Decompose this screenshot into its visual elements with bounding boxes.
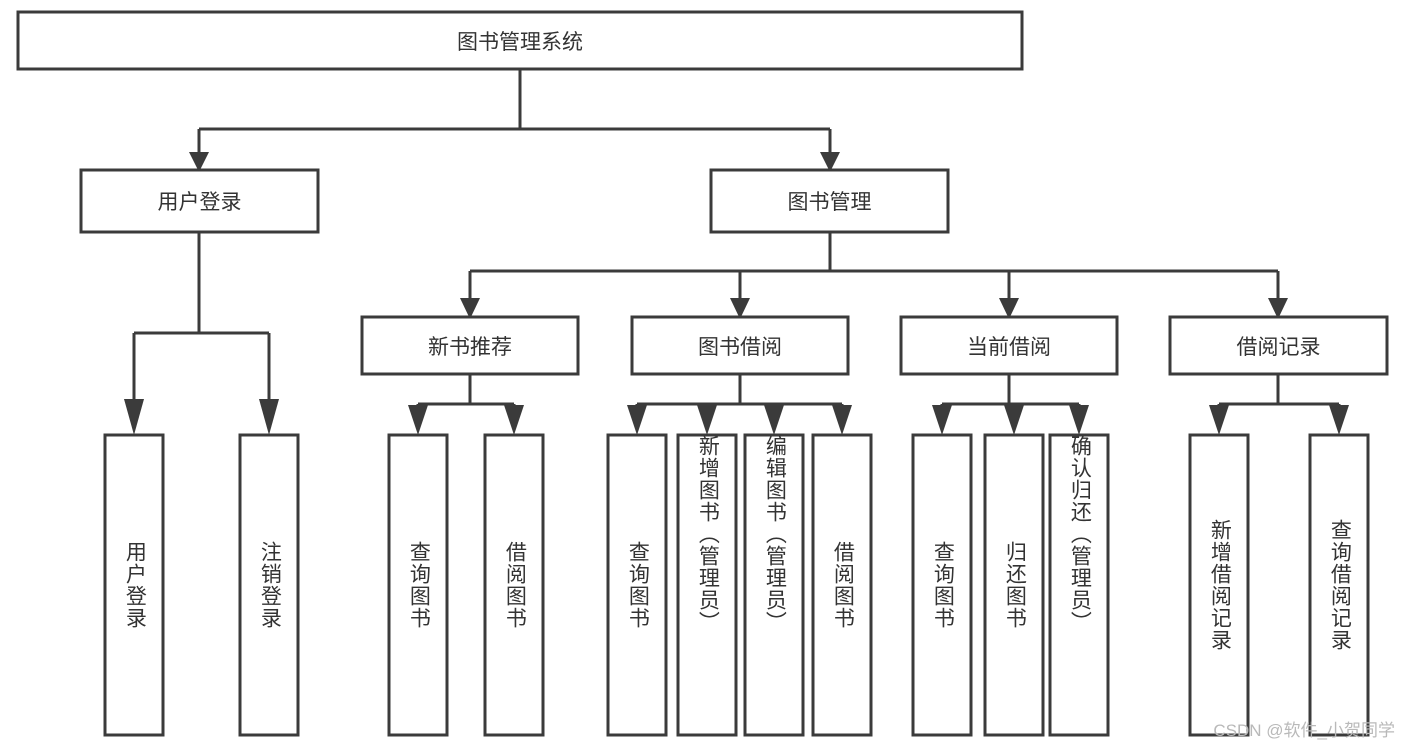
arrow-icon <box>124 399 144 435</box>
node-borrow-record[interactable] <box>1168 315 1389 376</box>
node-leaf-edit-book[interactable] <box>743 433 805 737</box>
csdn-watermark: CSDN @软件_小贺同学 <box>1213 721 1395 740</box>
connectors-layer <box>132 69 1341 419</box>
node-book-borrow[interactable] <box>630 315 850 376</box>
connector-user-login-drop <box>132 232 271 399</box>
arrow-icon <box>408 405 428 435</box>
arrow-icon <box>697 405 717 435</box>
node-user-login[interactable] <box>79 168 320 234</box>
arrow-icon <box>504 405 524 435</box>
node-leaf-return-book[interactable] <box>983 433 1045 737</box>
arrow-icon <box>932 405 952 435</box>
node-leaf-user-login[interactable] <box>103 433 165 737</box>
arrow-icon <box>259 399 279 435</box>
node-leaf-add-book[interactable] <box>676 433 738 737</box>
node-leaf-borrow-book-1[interactable] <box>483 433 545 737</box>
arrow-icon <box>1209 405 1229 435</box>
arrowheads-layer <box>124 152 1349 435</box>
node-leaf-query-book-3[interactable] <box>911 433 973 737</box>
node-leaf-add-borrow-record[interactable] <box>1188 433 1250 737</box>
node-leaf-query-borrow-record[interactable] <box>1308 433 1370 737</box>
node-new-book-recommend[interactable] <box>360 315 580 376</box>
connector-root-to-level2 <box>197 69 832 152</box>
node-leaf-query-book-2[interactable] <box>606 433 668 737</box>
arrow-icon <box>999 298 1019 319</box>
arrow-icon <box>1004 405 1024 435</box>
arrow-icon <box>460 298 480 319</box>
arrow-icon <box>730 298 750 319</box>
node-book-manage[interactable] <box>709 168 950 234</box>
node-leaf-confirm-return[interactable] <box>1048 433 1110 737</box>
arrow-icon <box>1329 405 1349 435</box>
node-leaf-logout-login[interactable] <box>238 433 300 737</box>
node-current-borrow[interactable] <box>899 315 1119 376</box>
arrow-icon <box>764 405 784 435</box>
arrow-icon <box>627 405 647 435</box>
node-leaf-borrow-book-2[interactable] <box>811 433 873 737</box>
node-leaf-query-book-1[interactable] <box>387 433 449 737</box>
arrow-icon <box>832 405 852 435</box>
arrow-icon <box>189 152 209 172</box>
boxes-layer <box>16 10 1389 737</box>
connector-new-book-recommend-drop <box>416 374 516 419</box>
connector-book-manage-drop <box>468 232 1280 298</box>
node-root[interactable] <box>16 10 1024 71</box>
arrow-icon <box>1069 405 1089 435</box>
connector-borrow-record-drop <box>1217 374 1341 419</box>
arrow-icon <box>820 152 840 172</box>
connector-book-borrow-drop <box>635 374 844 419</box>
arrow-icon <box>1268 298 1288 319</box>
